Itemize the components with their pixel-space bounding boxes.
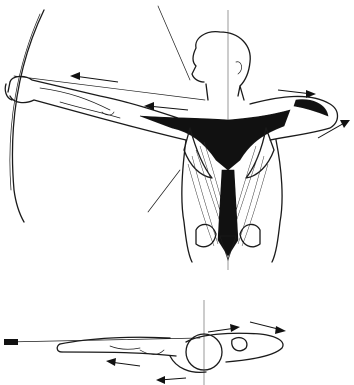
forearm-muscle xyxy=(40,88,120,118)
ear xyxy=(236,62,242,74)
arrow-nock xyxy=(4,339,18,345)
arrowhead-top-back xyxy=(106,358,116,366)
arrowhead-top-forward xyxy=(230,324,240,332)
arrowhead-top-elbow xyxy=(275,326,286,334)
arrow-bow-push xyxy=(74,76,118,82)
rear-view-archer-panel xyxy=(5,6,350,270)
bow-arm xyxy=(10,76,190,140)
draw-elbow-muscle xyxy=(294,100,328,116)
bow-limb xyxy=(12,10,44,222)
top-draw-arm xyxy=(186,333,283,362)
top-view-archer-panel xyxy=(4,300,286,385)
arrowhead-shoulder-right xyxy=(306,90,316,98)
top-draw-hand xyxy=(232,338,247,351)
arrowhead-bow-push xyxy=(70,72,80,80)
spinal-muscle xyxy=(218,170,238,256)
arrowhead-top-shoulder xyxy=(156,376,165,384)
top-bow-hand xyxy=(57,344,62,352)
leader-line-top xyxy=(158,6,190,80)
top-bow-arm xyxy=(60,337,176,356)
bow-string xyxy=(14,76,205,100)
head xyxy=(192,32,250,96)
trapezius-muscle xyxy=(140,110,290,170)
leader-line-back xyxy=(148,170,180,212)
